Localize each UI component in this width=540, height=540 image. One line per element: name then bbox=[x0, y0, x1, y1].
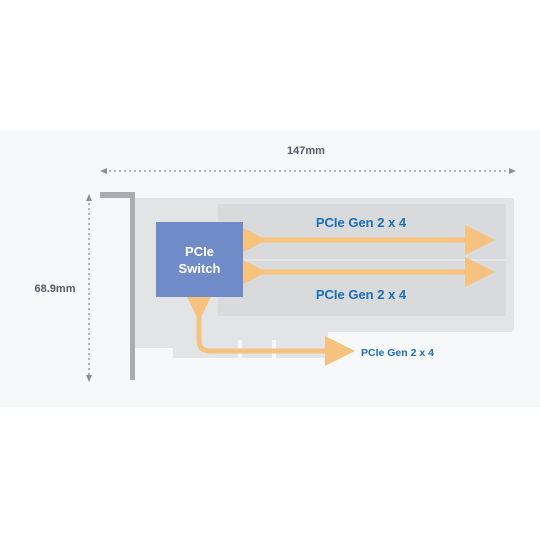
lane-label-1: PCIe Gen 2 x 4 bbox=[316, 215, 407, 230]
height-arrow-bottom-icon bbox=[86, 375, 92, 382]
height-dimension: 68.9mm bbox=[35, 194, 92, 382]
width-dimension: 147mm bbox=[100, 145, 516, 174]
lane-label-3: PCIe Gen 2 x 4 bbox=[361, 347, 434, 359]
lane-arrows bbox=[184, 225, 495, 366]
width-arrow-right-icon bbox=[509, 168, 516, 174]
height-label: 68.9mm bbox=[35, 283, 76, 295]
switch-label-line2: Switch bbox=[179, 261, 221, 276]
mounting-bracket bbox=[100, 192, 135, 380]
lane-arrow-3 bbox=[184, 291, 355, 366]
width-label: 147mm bbox=[287, 145, 325, 157]
switch-label-line1: PCIe bbox=[185, 244, 214, 259]
height-arrow-top-icon bbox=[86, 194, 92, 201]
pcie-switch-chip: PCIe Switch bbox=[156, 222, 243, 297]
width-arrow-left-icon bbox=[100, 168, 107, 174]
lane-label-2: PCIe Gen 2 x 4 bbox=[316, 287, 407, 302]
